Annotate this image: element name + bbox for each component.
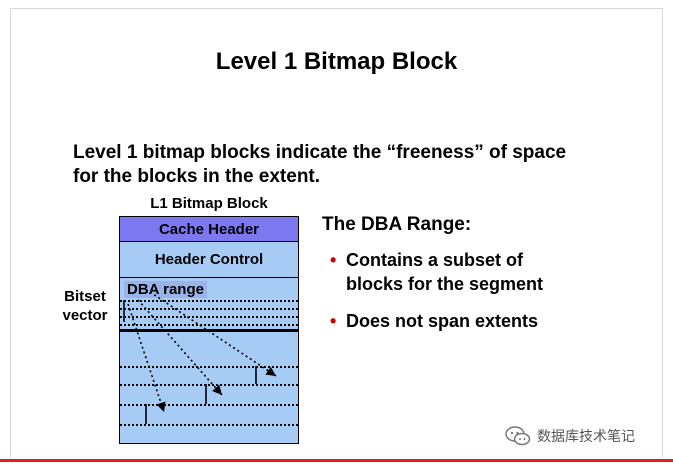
bullet-text: Does not span extents bbox=[346, 311, 539, 331]
intro-text: Level 1 bitmap blocks indicate the “free… bbox=[73, 141, 566, 189]
bullet-line-1: Contains a subset of bbox=[346, 250, 524, 270]
slide-frame-top bbox=[10, 8, 663, 9]
bullet-dot-icon: • bbox=[330, 311, 337, 331]
header-control-box: Header Control bbox=[119, 242, 299, 278]
bitset-row-divider bbox=[120, 316, 298, 318]
footer-red-rule bbox=[0, 459, 673, 462]
dba-range-heading: The DBA Range: bbox=[322, 214, 472, 235]
intro-line-1: Level 1 bitmap blocks indicate the “free… bbox=[73, 142, 567, 163]
watermark: 数据库技术笔记 bbox=[505, 425, 635, 447]
intro-line-2: for the blocks in the extent. bbox=[73, 166, 321, 187]
bullet-line-2: blocks for the segment bbox=[346, 274, 544, 294]
bitset-vector-box: DBA range bbox=[119, 278, 299, 330]
bitset-row-divider bbox=[120, 300, 298, 302]
wechat-logo-icon bbox=[505, 426, 531, 446]
slide-frame-right bbox=[662, 8, 663, 458]
bitset-row-divider bbox=[120, 308, 298, 310]
bitset-row-divider bbox=[120, 324, 298, 326]
block-row-divider bbox=[120, 404, 298, 406]
dba-range-label: DBA range bbox=[124, 281, 207, 298]
bitset-label-line-1: Bitset bbox=[64, 288, 106, 305]
bitset-label-line-2: vector bbox=[62, 307, 108, 324]
data-blocks-box bbox=[119, 330, 299, 444]
bitset-vector-label: Bitset vector bbox=[52, 287, 118, 325]
block-row-divider bbox=[120, 424, 298, 426]
cache-header-box: Cache Header bbox=[119, 216, 299, 242]
slide-frame-left bbox=[10, 8, 11, 458]
block-row-divider bbox=[120, 384, 298, 386]
bullet-dot-icon: • bbox=[330, 250, 337, 270]
slide-title: Level 1 Bitmap Block bbox=[215, 48, 458, 75]
watermark-text: 数据库技术笔记 bbox=[537, 428, 635, 444]
bullet-text: Contains a subset of blocks for the segm… bbox=[346, 248, 543, 296]
l1-bitmap-block-label: L1 Bitmap Block bbox=[150, 195, 268, 212]
block-row-divider bbox=[120, 366, 298, 368]
